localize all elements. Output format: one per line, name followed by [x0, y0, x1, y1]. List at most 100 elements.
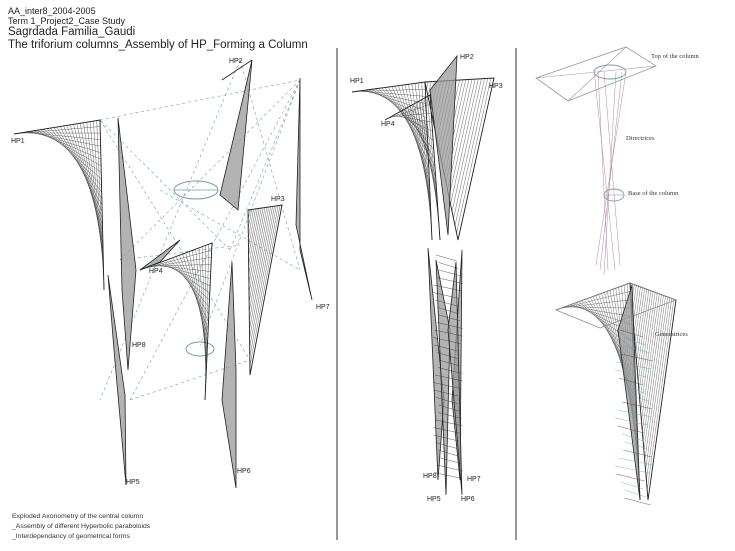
construction-line — [99, 119, 251, 361]
generatrix-line — [182, 253, 209, 336]
hp2-edge — [221, 59, 253, 81]
top-diagonal — [535, 65, 657, 79]
assembled-generatrix — [436, 277, 464, 284]
generatrix-line — [185, 252, 208, 343]
construction-line — [99, 59, 241, 401]
generatrix-line — [175, 256, 209, 322]
generatrix-line — [624, 497, 651, 506]
generatrix-line — [248, 207, 264, 284]
assembled-label-hp3: HP3 — [489, 83, 503, 90]
generatrix-line — [634, 287, 643, 343]
generatrix-line — [70, 124, 103, 232]
label-hp3: HP3 — [271, 196, 285, 203]
construction-line — [239, 59, 301, 271]
generatrix-line — [249, 205, 279, 357]
assembled-hp8 — [427, 247, 445, 481]
generatrix-line — [624, 337, 646, 346]
assembled-generatrix — [433, 389, 459, 397]
generatrix-line — [642, 294, 662, 431]
generatrix-line — [73, 124, 103, 238]
generatrix-line — [407, 107, 436, 168]
assembled-column — [351, 54, 495, 496]
label-base-of-column: Base of the column — [628, 190, 679, 197]
generatrix-line — [66, 125, 103, 225]
assembled-generatrix — [433, 292, 460, 299]
generatrix-line — [641, 293, 660, 422]
generatrix-line — [248, 208, 262, 275]
generatrix-line — [624, 393, 649, 402]
edge — [351, 81, 433, 241]
generatrix-line — [622, 401, 653, 410]
assembled-generatrix — [434, 344, 458, 352]
header-line-2: Term 1_Project2_Case Study — [8, 16, 126, 26]
top-plane — [535, 46, 657, 102]
label-hp4: HP4 — [149, 268, 163, 275]
generatrix-line — [205, 244, 209, 393]
generatrix-line — [618, 377, 644, 386]
assembled-generatrix — [433, 382, 461, 389]
generatrix-line — [633, 286, 641, 333]
generatrix-line — [426, 81, 429, 90]
assembled-hp4 — [384, 94, 441, 241]
generatrix-line — [201, 246, 207, 379]
generatrix-line — [620, 353, 653, 362]
exploded-axonometry — [13, 59, 313, 489]
generatrix-line — [616, 473, 645, 482]
generatrix-line — [616, 361, 652, 370]
construction-line — [159, 189, 301, 271]
generatrix-line — [248, 208, 256, 247]
directrix-line — [603, 71, 621, 266]
generatrix-line — [617, 409, 653, 418]
assembled-generatrix — [435, 299, 458, 307]
label-hp8: HP8 — [132, 342, 146, 349]
page-title: Sagrdada Familia_Gaudi — [8, 26, 136, 38]
generatrix-line — [248, 207, 266, 293]
hp4-surface — [139, 242, 213, 401]
assembled-generatrix — [438, 269, 462, 277]
generatrix-line — [248, 208, 258, 256]
hp1-surface — [13, 119, 105, 291]
construction-line — [129, 79, 301, 401]
label-directrices: Directrices — [626, 135, 655, 142]
hp6-wedge — [221, 261, 237, 489]
caption-line-1: Exploded Axonometry of the central colum… — [12, 513, 144, 520]
generatrix-line — [642, 295, 664, 441]
generatrix-line — [424, 98, 439, 222]
page-subtitle: The triforium columns_Assembly of HP_For… — [8, 39, 308, 51]
generatrix-line — [96, 120, 105, 284]
assembled-hp2 — [429, 54, 458, 236]
assembled-generatrix — [433, 434, 459, 442]
hp3-surface — [247, 204, 283, 376]
assembled-generatrix — [433, 472, 463, 479]
hp7-wedge — [295, 77, 313, 301]
construction-line — [229, 79, 301, 251]
assembled-generatrix — [433, 427, 462, 434]
generatrix-line — [636, 289, 647, 362]
hp8-wedge — [117, 117, 137, 371]
generatrix-line — [617, 425, 644, 434]
construction-line — [99, 119, 231, 251]
generatrix-line — [638, 291, 654, 392]
label-hp7: HP7 — [316, 304, 330, 311]
generatrix-line — [646, 298, 673, 481]
generatrix-line — [391, 86, 430, 169]
exploded-caption: Exploded Axonometry of the central colum… — [12, 512, 150, 542]
label-generatrices: Generatrices — [655, 331, 688, 338]
generatrix-line — [249, 206, 273, 330]
construction-line — [119, 244, 241, 261]
label-hp6: HP6 — [237, 468, 251, 475]
generatrix-line — [635, 288, 645, 353]
generatrix-line — [456, 78, 492, 233]
assembled-top-plane — [555, 282, 678, 329]
construction-line — [199, 79, 301, 346]
generatrix-hp2 — [617, 284, 641, 501]
generatrix-line — [637, 289, 650, 372]
assembled-generatrix — [438, 404, 459, 412]
generatrix-line — [615, 465, 650, 474]
generatrix-line — [60, 126, 103, 212]
generatrix-line — [249, 206, 271, 321]
generatrix-line — [451, 78, 482, 212]
assembled-generatrix — [436, 464, 463, 472]
assembled-generatrix — [437, 322, 463, 329]
